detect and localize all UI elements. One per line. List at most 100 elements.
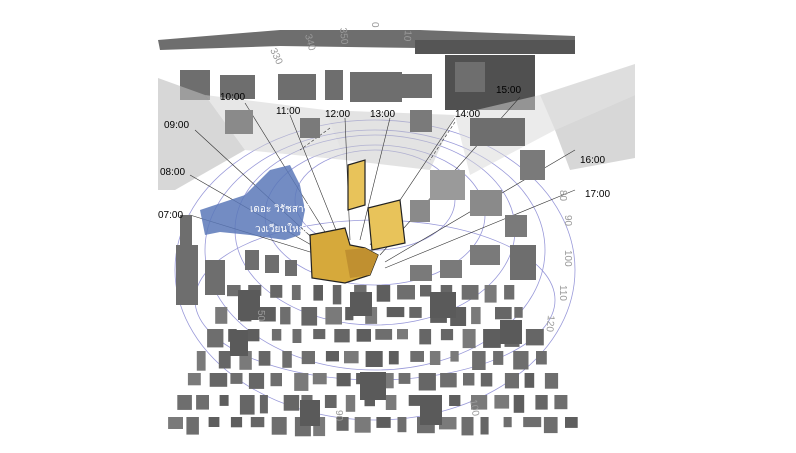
building	[565, 417, 578, 428]
building	[230, 373, 243, 384]
ray	[359, 117, 391, 241]
building	[470, 190, 502, 216]
building	[325, 351, 339, 362]
ray-dashed	[429, 121, 456, 161]
building	[376, 285, 391, 302]
building	[220, 75, 255, 99]
building	[500, 320, 522, 344]
building	[259, 307, 276, 322]
building	[525, 329, 544, 346]
building	[301, 307, 318, 326]
building	[554, 395, 568, 410]
deg-label: 80	[557, 190, 568, 202]
building	[238, 290, 260, 320]
building	[345, 395, 356, 412]
building	[471, 307, 481, 325]
building	[350, 292, 372, 316]
time-label-1400: 14:00	[455, 109, 480, 120]
deg-label: 330	[267, 47, 284, 67]
building	[360, 372, 386, 400]
building	[410, 200, 430, 222]
building	[471, 395, 488, 410]
building	[483, 329, 501, 348]
building	[350, 72, 402, 102]
building	[336, 417, 349, 431]
building	[325, 70, 343, 100]
building	[504, 285, 515, 300]
building	[177, 395, 192, 410]
building	[313, 285, 323, 301]
lower-buildings	[168, 285, 578, 437]
building	[176, 245, 198, 305]
building	[248, 373, 265, 389]
building	[324, 395, 337, 408]
building	[313, 417, 326, 437]
time-label-1700: 17:00	[585, 189, 610, 200]
building	[300, 118, 320, 138]
ray-dashed	[299, 127, 331, 151]
building	[514, 307, 523, 318]
building	[505, 215, 527, 237]
building	[247, 329, 260, 342]
building	[504, 373, 519, 389]
building	[186, 417, 199, 435]
ray	[384, 189, 576, 269]
building	[462, 329, 476, 349]
building	[270, 285, 283, 298]
time-label-1000: 10:00	[220, 92, 245, 103]
building	[513, 351, 529, 370]
building	[397, 285, 415, 300]
building	[439, 417, 457, 430]
building	[420, 285, 432, 297]
building	[278, 74, 316, 100]
building	[449, 395, 461, 406]
building	[430, 170, 465, 200]
building	[280, 307, 291, 325]
building	[440, 329, 454, 341]
building	[480, 417, 489, 435]
building	[180, 215, 192, 245]
building	[292, 329, 302, 343]
building	[484, 285, 497, 303]
building	[470, 245, 500, 265]
building	[493, 351, 504, 365]
building	[418, 373, 436, 391]
building	[215, 307, 228, 324]
building	[544, 373, 559, 389]
building	[219, 395, 229, 406]
building	[250, 417, 265, 428]
building	[313, 329, 326, 340]
building	[470, 118, 525, 146]
building	[543, 417, 558, 434]
building	[265, 255, 279, 273]
building	[245, 250, 259, 270]
building	[208, 417, 220, 427]
deg-label: 0	[369, 22, 380, 28]
time-label-1500: 15:00	[496, 85, 521, 96]
building	[259, 395, 268, 414]
building	[332, 285, 342, 305]
deg-label: 340	[302, 33, 317, 52]
building	[461, 285, 479, 300]
building	[523, 417, 542, 428]
time-label-0900: 09:00	[164, 120, 189, 131]
time-label-1600: 16:00	[580, 155, 605, 166]
time-label-1200: 12:00	[325, 109, 350, 120]
building	[402, 74, 432, 98]
deg-label: 110	[557, 285, 568, 301]
building	[410, 110, 432, 132]
building	[312, 373, 327, 385]
building	[535, 395, 548, 410]
sun-time-labels: 07:00 08:00 09:00 10:00 11:00 12:00 13:0…	[158, 85, 610, 221]
time-label-0700: 07:00	[158, 210, 183, 221]
building	[461, 417, 474, 436]
building	[239, 395, 255, 415]
fan-plane-afternoon	[540, 64, 635, 130]
building	[388, 351, 399, 365]
building	[336, 373, 351, 387]
building	[271, 329, 282, 341]
building	[398, 373, 411, 384]
highlighted-buildings	[309, 159, 406, 284]
